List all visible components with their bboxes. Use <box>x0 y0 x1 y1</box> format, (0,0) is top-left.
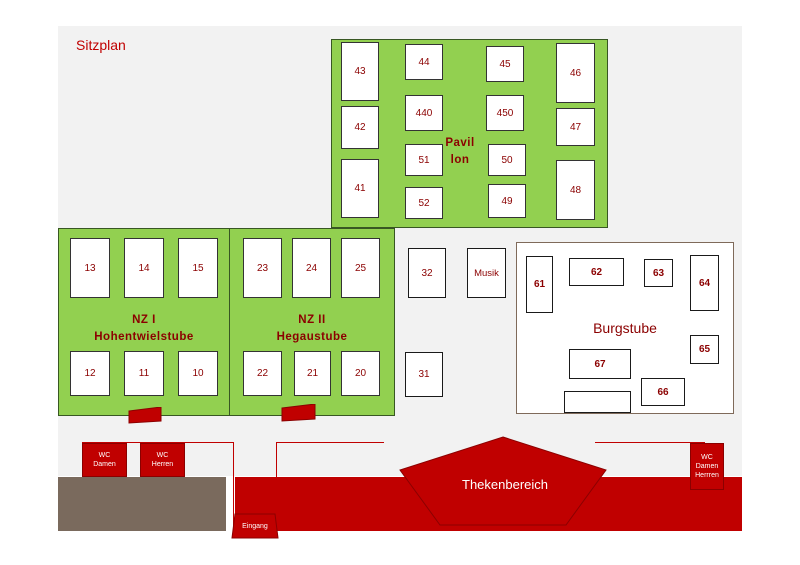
divider-line-left <box>82 442 234 443</box>
table-44[interactable]: 44 <box>405 44 443 80</box>
door-marker-nz2 <box>281 404 316 422</box>
wc-right-line1: WC <box>701 454 713 461</box>
table-49[interactable]: 49 <box>488 184 526 218</box>
table-24[interactable]: 24 <box>292 238 331 298</box>
table-67[interactable]: 67 <box>569 349 631 379</box>
entrance-label: Eingang <box>242 523 268 530</box>
table-10[interactable]: 10 <box>178 351 218 396</box>
zone-nz2-label: NZ II Hegaustube <box>230 312 394 346</box>
zone-pavillon-label-line1: Pavil <box>445 137 475 149</box>
table-63[interactable]: 63 <box>644 259 673 287</box>
table-61[interactable]: 61 <box>526 256 553 313</box>
table-62[interactable]: 62 <box>569 258 624 286</box>
divider-line-left-vertical <box>233 442 234 535</box>
table-22[interactable]: 22 <box>243 351 282 396</box>
wc-damen-line2: Damen <box>93 461 116 468</box>
zone-nz2-label-line2: Hegaustube <box>276 331 348 343</box>
wc-damen: WC Damen <box>82 443 127 477</box>
brown-area <box>58 477 226 531</box>
table-66[interactable]: 66 <box>641 378 685 406</box>
divider-line-mid <box>276 442 384 443</box>
table-64[interactable]: 64 <box>690 255 719 311</box>
divider-line-mid-vertical <box>276 442 277 535</box>
table-13[interactable]: 13 <box>70 238 110 298</box>
theke-shape <box>399 436 607 526</box>
table-15[interactable]: 15 <box>178 238 218 298</box>
table-41[interactable]: 41 <box>341 159 379 218</box>
zone-burgstube-label: Burgstube <box>593 320 657 336</box>
zone-pavillon-label-line2: lon <box>450 154 470 166</box>
wc-right-line2: Damen <box>695 463 719 470</box>
table-46[interactable]: 46 <box>556 43 595 103</box>
table-43[interactable]: 43 <box>341 42 379 101</box>
wc-right-line3: Herrren <box>695 472 719 479</box>
table-12[interactable]: 12 <box>70 351 110 396</box>
table-32[interactable]: 32 <box>408 248 446 298</box>
wc-herren-line2: Herren <box>151 461 174 468</box>
wc-herren-line1: WC <box>156 452 169 459</box>
table-47[interactable]: 47 <box>556 108 595 146</box>
table-14[interactable]: 14 <box>124 238 164 298</box>
zone-nz1-label: NZ I Hohentwielstube <box>60 312 228 346</box>
table-25[interactable]: 25 <box>341 238 380 298</box>
table-51[interactable]: 51 <box>405 144 443 176</box>
table-11[interactable]: 11 <box>124 351 164 396</box>
page-title: Sitzplan <box>76 37 126 53</box>
entrance-shape <box>231 513 279 539</box>
table-52[interactable]: 52 <box>405 187 443 219</box>
table-450[interactable]: 450 <box>486 95 524 131</box>
table-42[interactable]: 42 <box>341 106 379 149</box>
table-48[interactable]: 48 <box>556 160 595 220</box>
zone-nz2-label-line1: NZ II <box>298 314 326 326</box>
zone-nz1-label-line2: Hohentwielstube <box>94 331 194 343</box>
table-20[interactable]: 20 <box>341 351 380 396</box>
table-unlabeled[interactable] <box>564 391 631 413</box>
musik-area: Musik <box>467 248 506 298</box>
wc-herren: WC Herren <box>140 443 185 477</box>
table-23[interactable]: 23 <box>243 238 282 298</box>
table-31[interactable]: 31 <box>405 352 443 397</box>
theke-label: Thekenbereich <box>462 477 548 492</box>
zone-nz1-label-line1: NZ I <box>132 314 156 326</box>
wc-right: WC Damen Herrren <box>690 443 724 490</box>
zone-pavillon-label: Pavil lon <box>430 135 490 169</box>
divider-line-right <box>595 442 705 443</box>
table-65[interactable]: 65 <box>690 335 719 364</box>
wc-damen-line1: WC <box>98 452 111 459</box>
table-440[interactable]: 440 <box>405 95 443 131</box>
table-45[interactable]: 45 <box>486 46 524 82</box>
table-50[interactable]: 50 <box>488 144 526 176</box>
door-marker-nz1 <box>128 407 162 424</box>
table-21[interactable]: 21 <box>294 351 331 396</box>
